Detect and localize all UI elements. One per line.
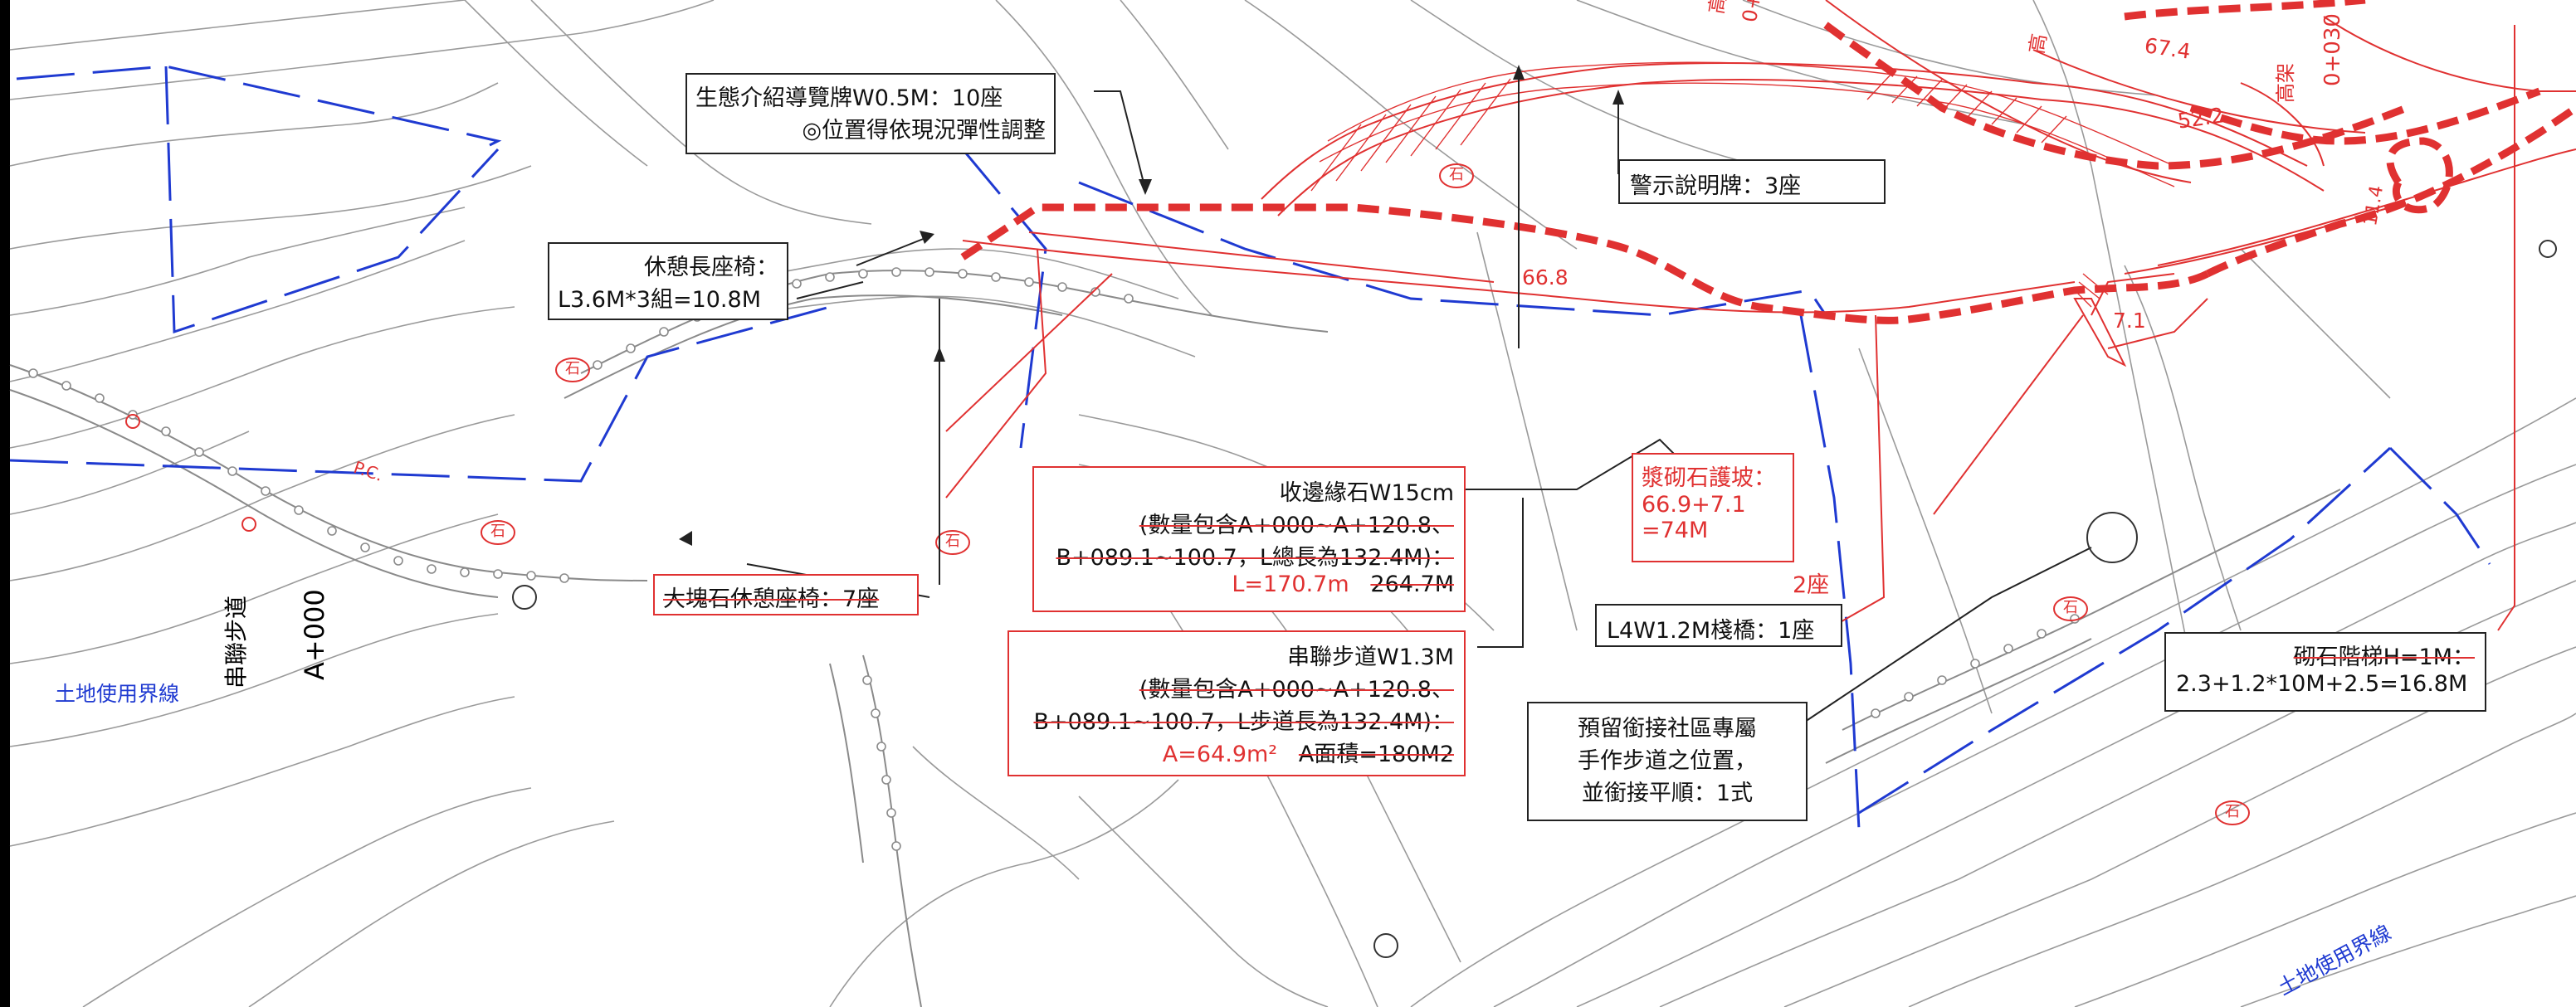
- curb-lengths: L=170.7m 264.7M: [1044, 572, 1454, 597]
- station-0-030: 0+030: [2320, 13, 2345, 86]
- bench-line2: L3.6M*3組=10.8M: [558, 287, 761, 313]
- eco-sign-line2: ◎位置得依現況彈性調整: [802, 118, 1046, 144]
- path-line3: B+089.1~100.7，L步道長為132.4M)：: [1033, 709, 1454, 735]
- masonry-line3: =74M: [1642, 518, 1709, 543]
- landuse-label-left: 土地使用界線: [55, 682, 180, 706]
- curb-line2: (數量包含A+000~A+120.8、: [1139, 513, 1454, 538]
- elev-right-label2: 高架: [2274, 63, 2297, 103]
- reserved-line2: 手作步道之位置，: [1578, 748, 1757, 774]
- masonry-line2: 66.9+7.1: [1642, 492, 1746, 518]
- stone-label: 石: [2225, 803, 2240, 820]
- curb-line3: B+089.1~100.7，L總長為132.4M)：: [1056, 545, 1454, 571]
- curb-title: 收邊緣石W15cm: [1279, 480, 1454, 506]
- station-a000: A+000: [299, 589, 330, 680]
- stone-label: 石: [490, 523, 505, 540]
- reserved-line3: 並銜接平順：1式: [1581, 781, 1754, 806]
- arrow-heads: [679, 65, 1624, 546]
- bench-callout: 休憩長座椅： L3.6M*3組=10.8M: [548, 242, 788, 320]
- path-old-area: A面積=180M2: [1298, 742, 1454, 767]
- stone-label: 石: [2063, 599, 2078, 616]
- landuse-boundary: [9, 65, 2491, 830]
- red-design-line: [960, 0, 2576, 324]
- masonry-line1: 漿砌石護坡：: [1642, 465, 1776, 491]
- elev-right-label: 高: [2025, 32, 2052, 56]
- curb-old-length: 264.7M: [1370, 572, 1454, 597]
- trail-name: 串聯步道: [222, 595, 250, 688]
- path-areas: A=64.9m² A面積=180M2: [1019, 736, 1454, 768]
- boardwalk-callout: L4W1.2M棧橋：1座: [1595, 604, 1842, 647]
- dim-7-1: 7.1: [2113, 309, 2146, 333]
- map-symbols: [512, 240, 2557, 958]
- warning-sign-label: 警示說明牌：3座: [1630, 173, 1802, 199]
- dim-66-8: 66.8: [1522, 265, 1569, 289]
- stone-label: 石: [1449, 166, 1464, 183]
- path-title: 串聯步道W1.3M: [1287, 645, 1454, 670]
- boardwalk-qty: 2座: [1793, 572, 1830, 598]
- stairs-callout: 砌石階梯H=1M： 2.3+1.2*10M+2.5=16.8M: [2164, 632, 2486, 712]
- sheet-border: [0, 0, 10, 1007]
- masonry-callout: 漿砌石護坡： 66.9+7.1 =74M: [1632, 453, 1794, 562]
- stone-symbols: [125, 163, 2250, 825]
- reserved-line1: 預留銜接社區專屬: [1578, 716, 1757, 742]
- stairs-line1: 砌石階梯H=1M：: [2293, 645, 2475, 670]
- path-new-area: A=64.9m²: [1162, 742, 1278, 767]
- red-hatch-band: [1310, 61, 2175, 308]
- leader-lines: [746, 75, 2092, 722]
- contour-lines: [9, 0, 2576, 1007]
- boardwalk-label: L4W1.2M棧橋：1座: [1607, 618, 1815, 644]
- stone-label: 石: [565, 360, 580, 377]
- curb-new-length: L=170.7m: [1232, 572, 1349, 597]
- curb-callout: 收邊緣石W15cm (數量包含A+000~A+120.8、 B+089.1~10…: [1032, 466, 1466, 612]
- reserved-callout: 預留銜接社區專屬 手作步道之位置， 並銜接平順：1式: [1527, 702, 1808, 821]
- eco-sign-callout: 生態介紹導覽牌W0.5M：10座 ◎位置得依現況彈性調整: [685, 73, 1056, 154]
- rock-bench-callout: 大塊石休憩座椅：7座: [653, 574, 919, 615]
- rock-bench-label: 大塊石休憩座椅：7座: [663, 586, 880, 612]
- stone-label: 石: [945, 533, 960, 550]
- warning-sign-callout: 警示說明牌：3座: [1618, 159, 1886, 204]
- path-line2: (數量包含A+000~A+120.8、: [1139, 677, 1454, 703]
- path-callout: 串聯步道W1.3M (數量包含A+000~A+120.8、 B+089.1~10…: [1007, 630, 1466, 776]
- bench-line1: 休憩長座椅：: [644, 255, 778, 280]
- stairs-line2: 2.3+1.2*10M+2.5=16.8M: [2176, 671, 2468, 697]
- eco-sign-line1: 生態介紹導覽牌W0.5M：10座: [695, 85, 1003, 111]
